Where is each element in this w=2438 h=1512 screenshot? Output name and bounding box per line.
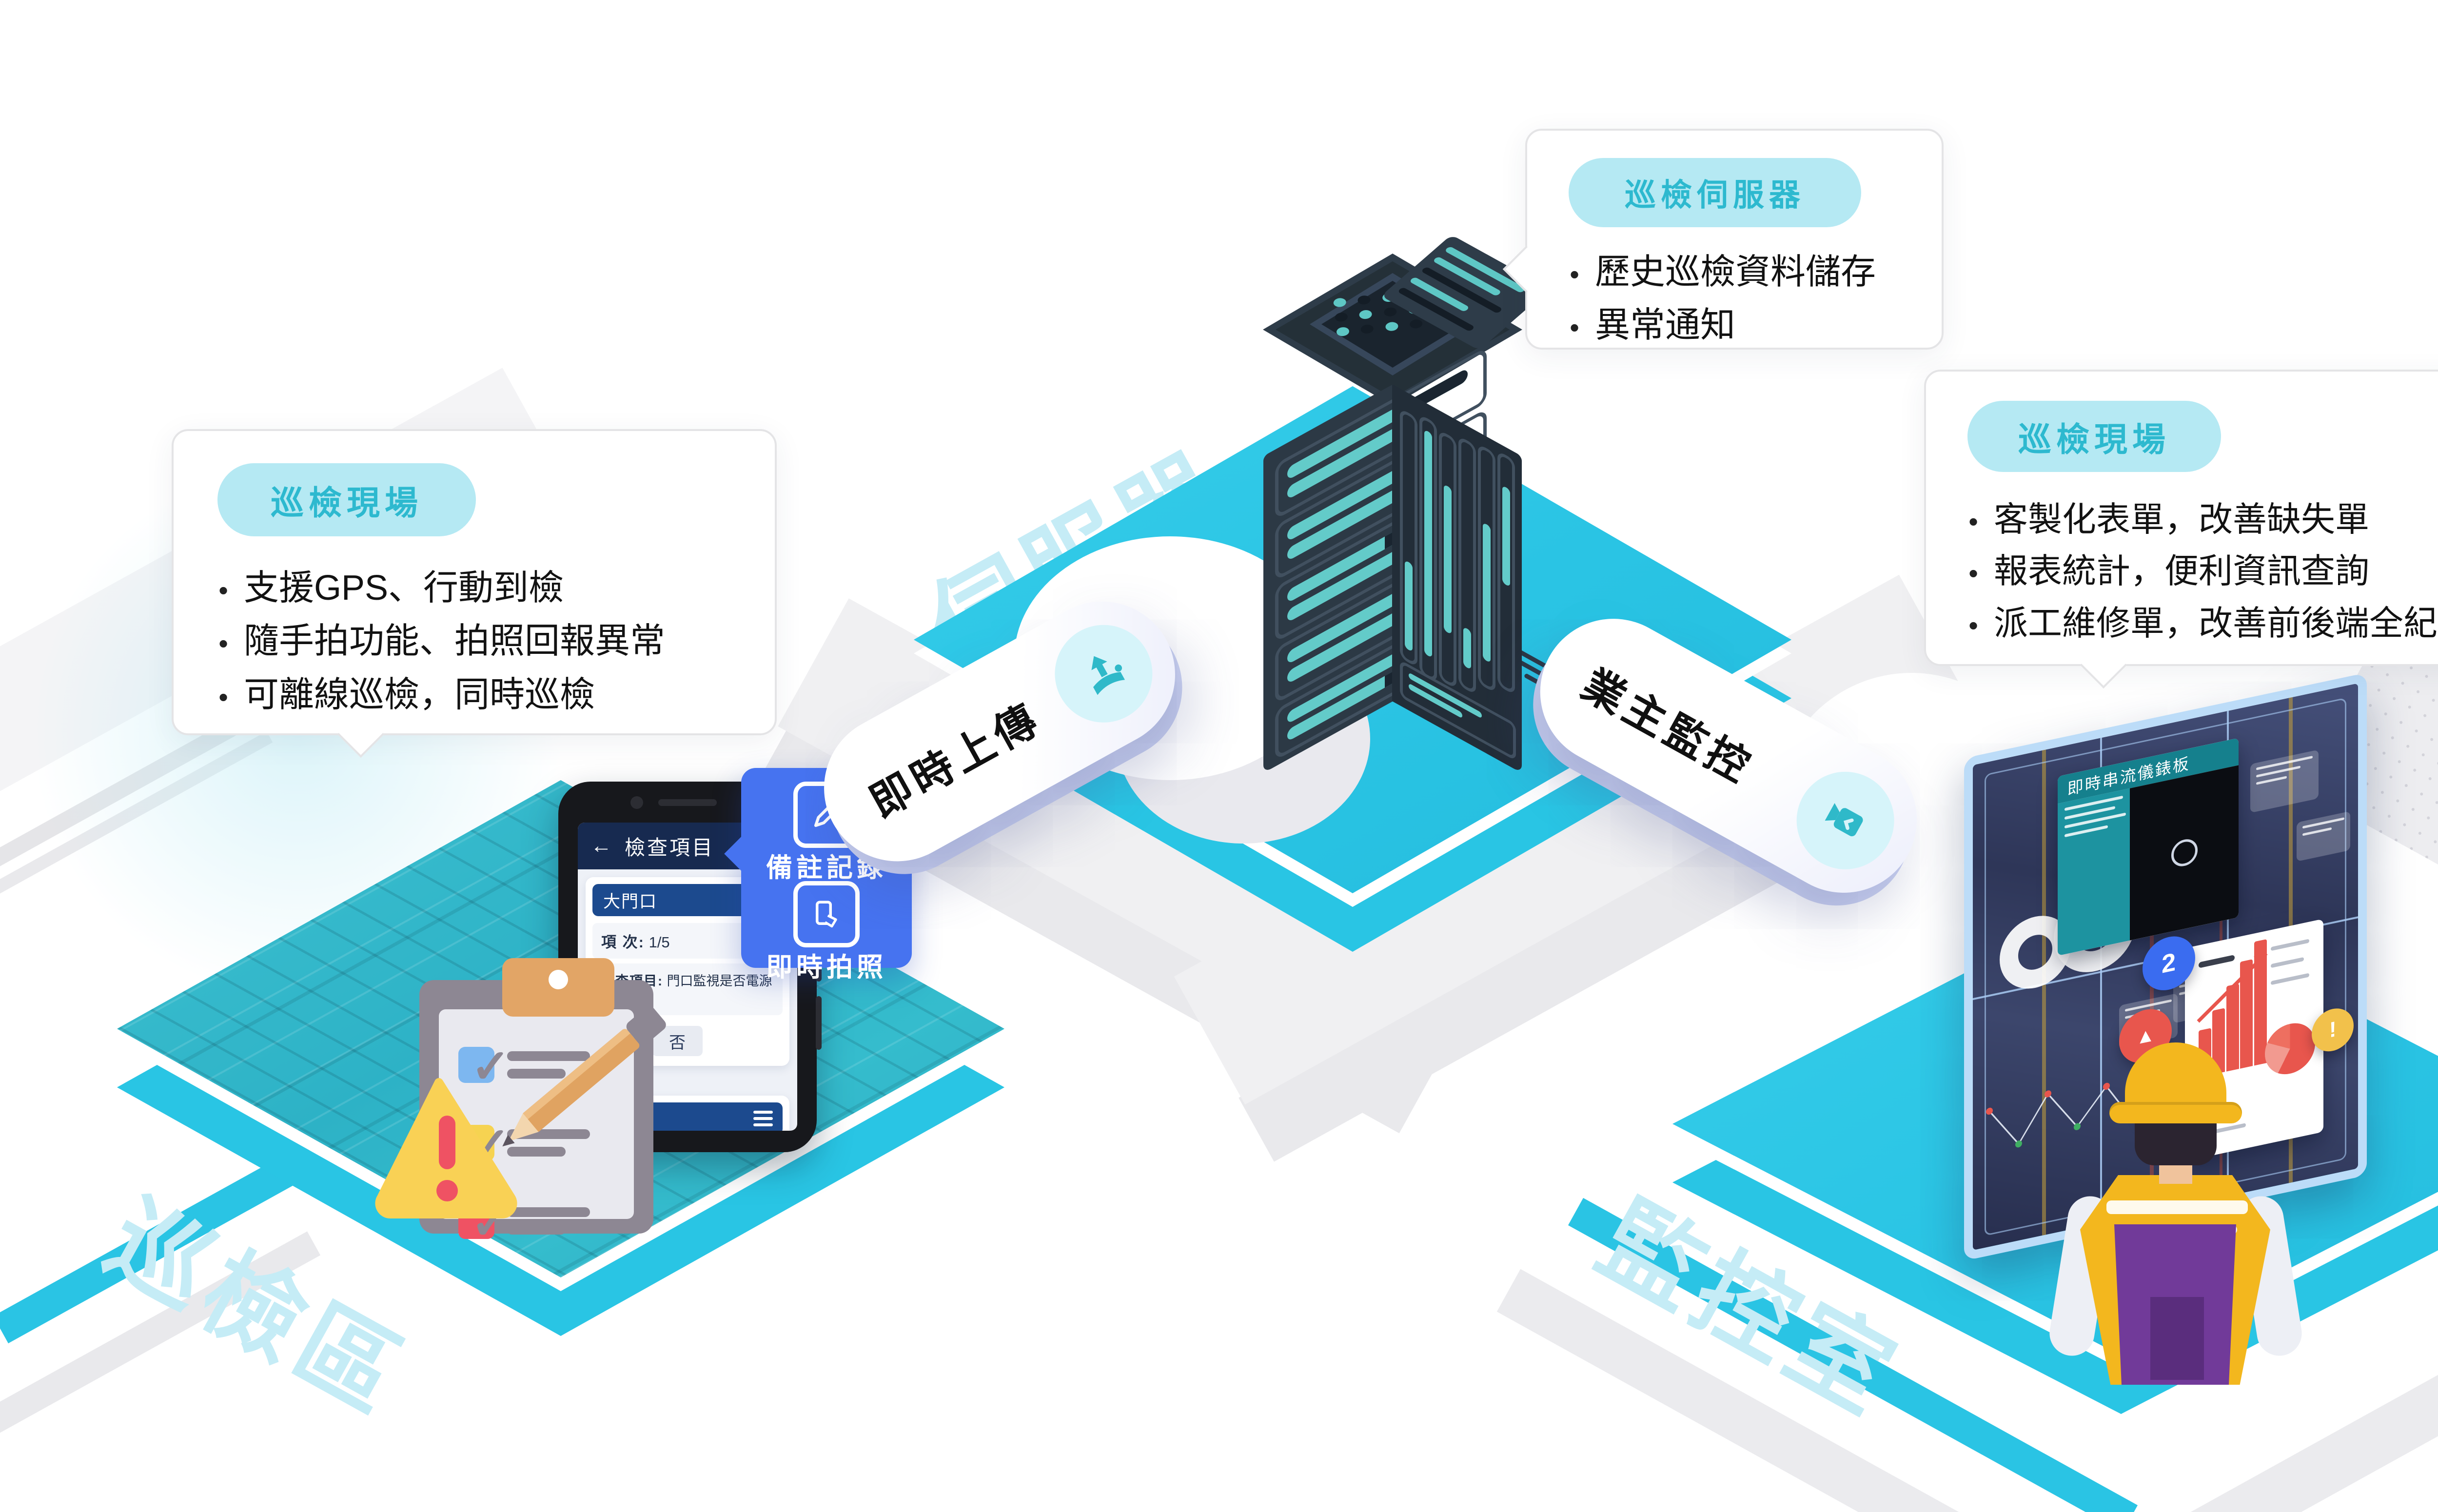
warning-triangle-icon [371,1078,522,1219]
bullet: 派工維修單，改善前後端全紀錄 [1994,604,2438,642]
bullet: 客製化表單，改善缺失單 [1994,500,2369,538]
callout-top-badge: 巡檢伺服器 [1569,158,1861,227]
card-title: 大門口 [603,892,658,911]
bullet: 歷史巡檢資料儲存 [1595,253,1876,292]
owner-monitor-pill[interactable]: 業主監控 [1507,592,1944,932]
trend-arrow [2197,944,2268,1023]
no-button[interactable]: 否 [652,1026,703,1056]
bullet: 報表統計，便利資訊查詢 [1994,552,2369,590]
bullet: 隨手拍功能、拍照回報異常 [244,622,666,661]
monitor-wall: 即時串流儀錶板 2 ▲ ✓ [1964,672,2367,1261]
bullet: 異常通知 [1595,306,1736,345]
server-face-left [1263,347,1487,773]
callout-right: 巡檢現場 •客製化表單，改善缺失單 •報表統計，便利資訊查詢 •派工維修單，改善… [1924,370,2438,689]
upload-icon [1037,607,1170,740]
callout-right-badge: 巡檢現場 [1967,401,2221,472]
report-chart-card [2184,919,2323,1162]
line-chart [1986,1082,2126,1148]
server-tower [1263,235,1550,773]
hard-hat-icon [2125,1042,2226,1111]
list-icon[interactable] [753,1111,773,1126]
callout-left: 巡檢現場 •支援GPS、行動到檢 •隨手拍功能、拍照回報異常 •可離線巡檢，同時… [172,429,777,758]
phone-speaker [658,799,717,806]
phone-camera [630,796,644,809]
bullet: 支援GPS、行動到檢 [244,569,564,608]
phone-volume-button[interactable] [816,996,822,1050]
clipboard-clip [502,958,614,1017]
back-arrow-icon[interactable]: ← [590,834,612,858]
app-title: 檢查項目 [625,836,715,859]
seq-label: 項 次: [601,934,645,951]
callout-top: 巡檢伺服器 •歷史巡檢資料儲存 •異常通知 [1502,129,1944,350]
site-monitoring-worker [2046,1004,2305,1394]
photo-label: 即時拍照 [766,953,887,982]
dashboard-video [2130,765,2239,941]
video-camera-icon [1779,754,1912,887]
upload-pill[interactable]: 即時上傳 [798,575,1209,901]
bullet: 可離線巡檢，同時巡檢 [244,675,595,714]
callout-left-badge: 巡檢現場 [217,463,476,536]
instant-photo-icon[interactable] [793,881,860,947]
server-face-right [1392,384,1522,773]
seq-value: 1/5 [649,934,670,951]
dashboard-info-panel [2057,788,2130,956]
